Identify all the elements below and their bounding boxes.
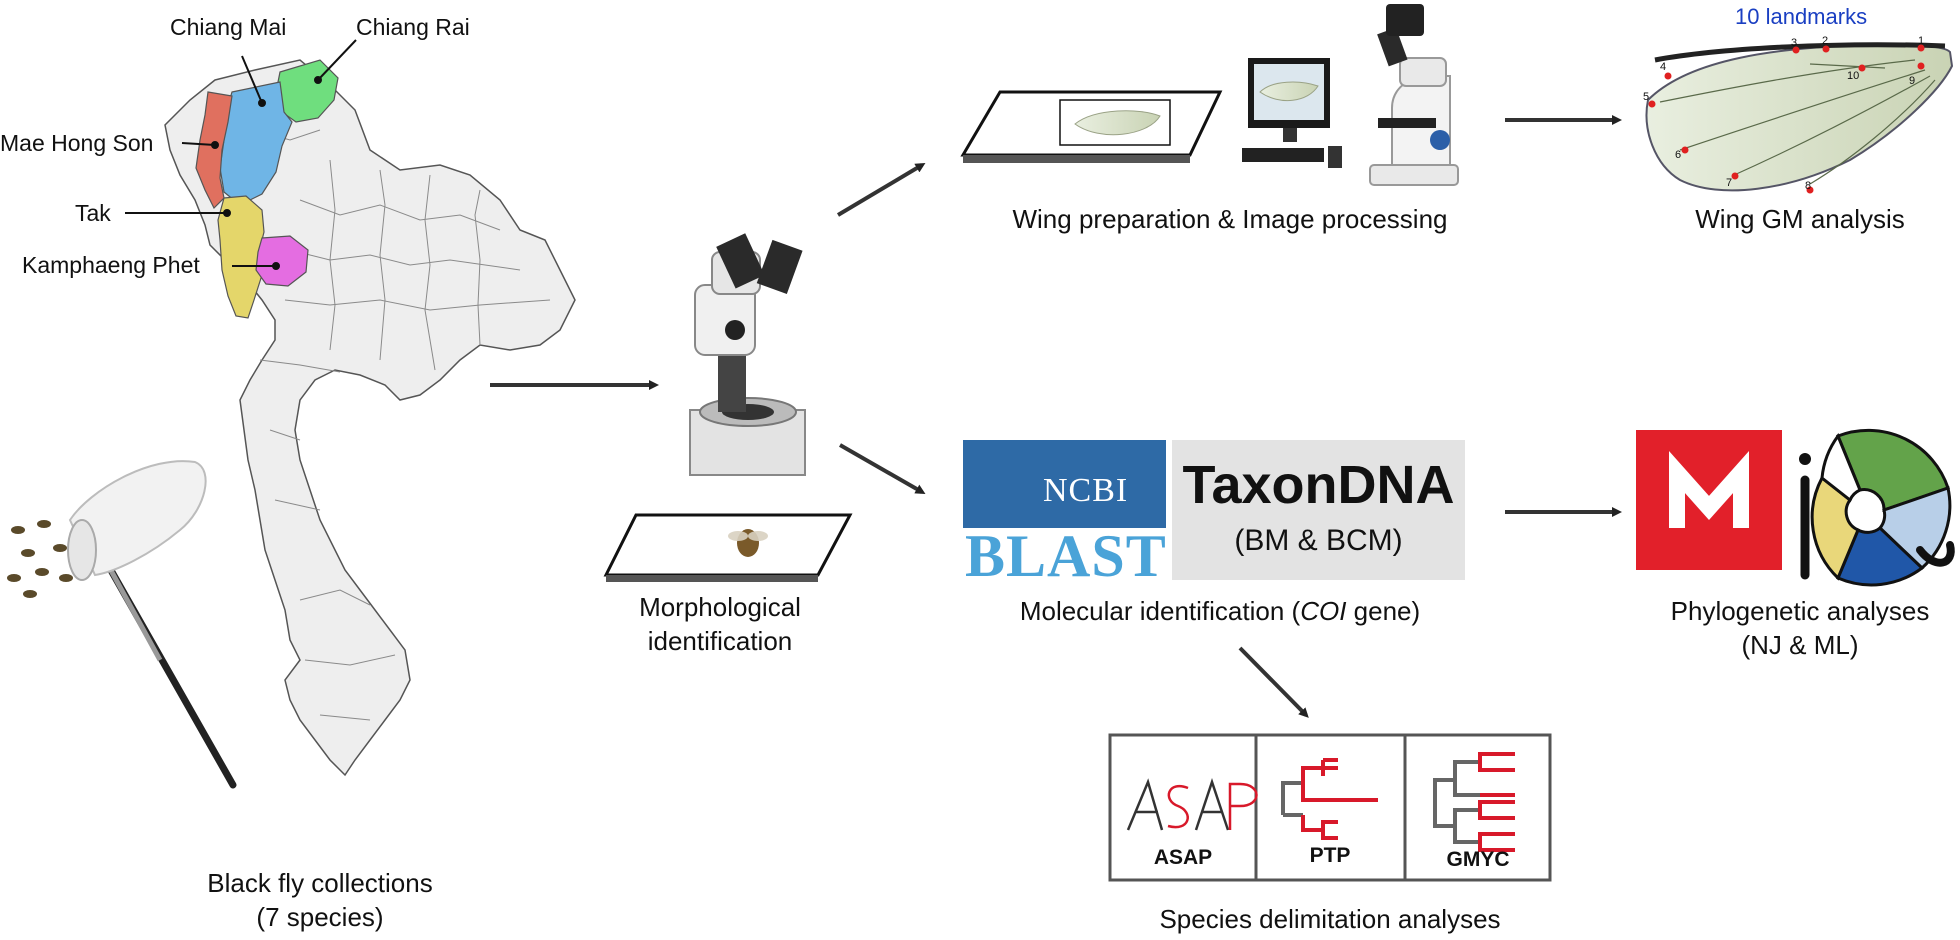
caption-phylo-line2: (NJ & ML) (1741, 630, 1859, 660)
landmark-number: 2 (1822, 35, 1828, 47)
landmark-numbers: 1 2 3 4 5 6 7 8 9 10 (1643, 35, 1924, 192)
caption-phylo-line1: Phylogenetic analyses (1670, 596, 1930, 626)
flow-arrows (490, 115, 1622, 718)
label-kamphaeng-phet: Kamphaeng Phet (22, 252, 200, 278)
caption-molecular: Molecular identification (COI gene) (960, 594, 1480, 628)
label-ptp: PTP (1309, 844, 1351, 867)
map-icon (125, 39, 576, 777)
ncbi-text: NCBI (1043, 472, 1129, 509)
region-leader-lines (125, 39, 357, 270)
arrow-molecular-to-delim (1238, 646, 1309, 718)
caption-species-delimitation: Species delimitation analyses (1159, 904, 1501, 934)
caption-wing-gm: Wing GM analysis (1695, 204, 1905, 234)
landmark-number: 9 (1909, 75, 1915, 87)
label-chiang-mai: Chiang Mai (170, 14, 287, 40)
arrow-stereo-to-wing (836, 162, 926, 217)
insect-net-icon (7, 460, 237, 789)
caption-morph-line2: identification (647, 626, 793, 656)
region-mae-hong-son (195, 91, 233, 210)
landmark-number: 10 (1847, 70, 1859, 82)
landmark-number: 7 (1726, 177, 1732, 189)
asap-logo-mark (1126, 778, 1258, 831)
blast-logo: BLAST (965, 523, 1167, 589)
compound-microscope-icon (1369, 4, 1459, 186)
caption-molecular-gene: COI (1300, 596, 1347, 626)
landmark-number: 6 (1675, 149, 1681, 161)
caption-molecular-prefix: Molecular identification ( (1019, 596, 1301, 626)
province-borders (254, 129, 551, 721)
iqtree-icon (1799, 428, 1955, 587)
stereo-microscope-icon (689, 233, 806, 476)
taxondna-title: TaxonDNA (1182, 455, 1455, 515)
computer-icon (1242, 58, 1342, 168)
wing-slide-icon (960, 90, 1223, 163)
caption-molecular-suffix: gene) (1346, 596, 1421, 626)
arrow-stereo-to-molecular (839, 443, 926, 494)
tree-icon (1281, 758, 1378, 840)
ncbi-logo: NCBI (963, 440, 1166, 528)
landmark-number: 3 (1791, 37, 1797, 49)
landmark-number: 8 (1805, 180, 1811, 192)
region-tak (217, 195, 265, 319)
landmark-number: 4 (1660, 61, 1666, 73)
caption-morph-line1: Morphological (639, 592, 801, 622)
taxondna-logo: TaxonDNA (BM & BCM) (1172, 440, 1465, 580)
label-asap: ASAP (1153, 846, 1213, 869)
caption-phylogenetic: Phylogenetic analyses (NJ & ML) (1640, 594, 1960, 662)
caption-wing-prep: Wing preparation & Image processing (1012, 204, 1448, 234)
gmyc-tree-icon (1433, 752, 1515, 852)
caption-collections: Black fly collections (7 species) (170, 866, 470, 934)
caption-collections-line2: (7 species) (256, 902, 384, 932)
landmark-number: 5 (1643, 91, 1649, 103)
label-tak: Tak (75, 200, 111, 226)
landmark-number: 1 (1918, 35, 1924, 47)
mega-logo (1636, 430, 1782, 570)
species-delimitation-panel (1108, 733, 1552, 882)
label-gmyc: GMYC (1446, 848, 1510, 871)
label-chiang-rai: Chiang Rai (356, 14, 470, 40)
caption-landmarks: 10 landmarks (1735, 4, 1868, 29)
label-mae-hong-son: Mae Hong Son (0, 130, 154, 156)
wing-icon (1645, 42, 1954, 194)
caption-morphological: Morphological identification (600, 590, 840, 658)
region-kamphaeng-phet (255, 235, 309, 287)
black-fly-swarm (7, 520, 73, 598)
slide-icon (603, 513, 853, 582)
taxondna-subtitle: (BM & BCM) (1234, 524, 1403, 557)
caption-collections-line1: Black fly collections (207, 868, 433, 898)
landmark-points (1648, 44, 1925, 194)
